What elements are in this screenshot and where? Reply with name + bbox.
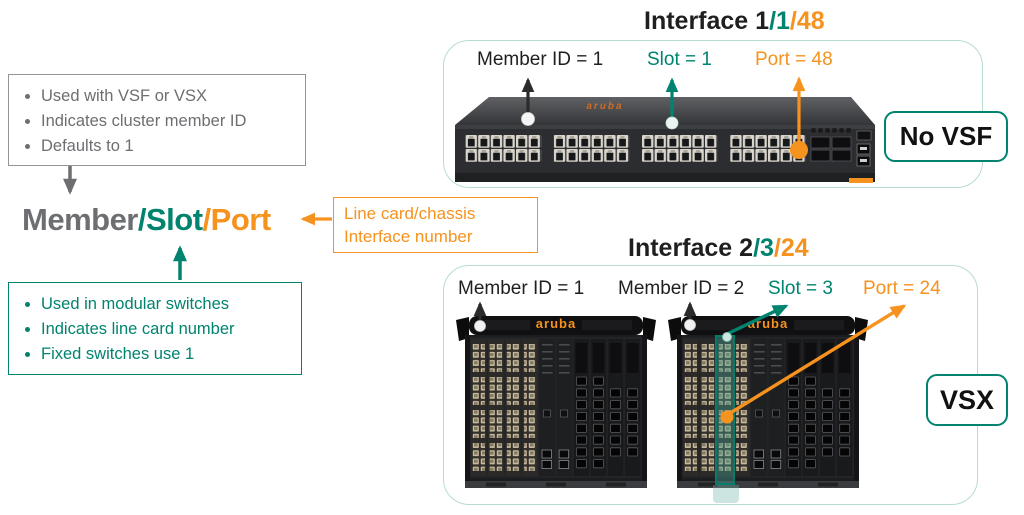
slot-3-highlight-extension	[713, 485, 739, 503]
interface-heading-no-vsf: Interface 1/1/48	[644, 7, 825, 36]
slot-info-item: Fixed switches use 1	[41, 342, 289, 367]
port-24-label: Port = 24	[863, 278, 941, 299]
chassis-switch-image-2	[668, 310, 868, 488]
slot-3-label: Slot = 3	[768, 278, 833, 299]
member-info-item: Defaults to 1	[41, 134, 293, 159]
heading-base: Interface 2	[628, 234, 754, 262]
slot-info-box: Used in modular switches Indicates line …	[8, 282, 302, 375]
member-id-2-label: Member ID = 2	[618, 278, 745, 299]
interface-heading-vsx: Interface 2/3/24	[628, 234, 809, 263]
port-info-line: Interface number	[344, 227, 473, 246]
no-vsf-badge: No VSF	[884, 111, 1008, 162]
slot-label: Slot = 1	[647, 49, 712, 70]
vsx-badge: VSX	[926, 374, 1008, 426]
slot-part: /Slot	[137, 202, 203, 237]
slot-3-highlight	[715, 335, 735, 485]
slot-info-item: Indicates line card number	[41, 317, 289, 342]
fixed-switch-image	[455, 97, 875, 183]
member-info-item: Indicates cluster member ID	[41, 109, 293, 134]
member-info-box: Used with VSF or VSX Indicates cluster m…	[8, 74, 306, 166]
port-info-box: Line card/chassis Interface number	[333, 197, 538, 253]
port-label: Port = 48	[755, 49, 833, 70]
slot-info-list: Used in modular switches Indicates line …	[17, 292, 289, 367]
heading-port: /48	[789, 7, 825, 35]
heading-base: Interface 1	[644, 7, 770, 35]
port-info-line: Line card/chassis	[344, 204, 476, 223]
heading-slot: /3	[753, 234, 774, 262]
slot-info-item: Used in modular switches	[41, 292, 289, 317]
heading-slot: /1	[769, 7, 790, 35]
member-slot-port-label: Member/Slot/Port	[22, 202, 271, 238]
member-info-item: Used with VSF or VSX	[41, 84, 293, 109]
member-id-label: Member ID = 1	[477, 49, 604, 70]
chassis-switch-image-1	[456, 310, 656, 488]
member-info-list: Used with VSF or VSX Indicates cluster m…	[17, 84, 293, 159]
heading-port: /24	[773, 234, 809, 262]
member-part: Member	[22, 202, 138, 237]
port-part: /Port	[202, 202, 272, 237]
member-id-1-label: Member ID = 1	[458, 278, 585, 299]
